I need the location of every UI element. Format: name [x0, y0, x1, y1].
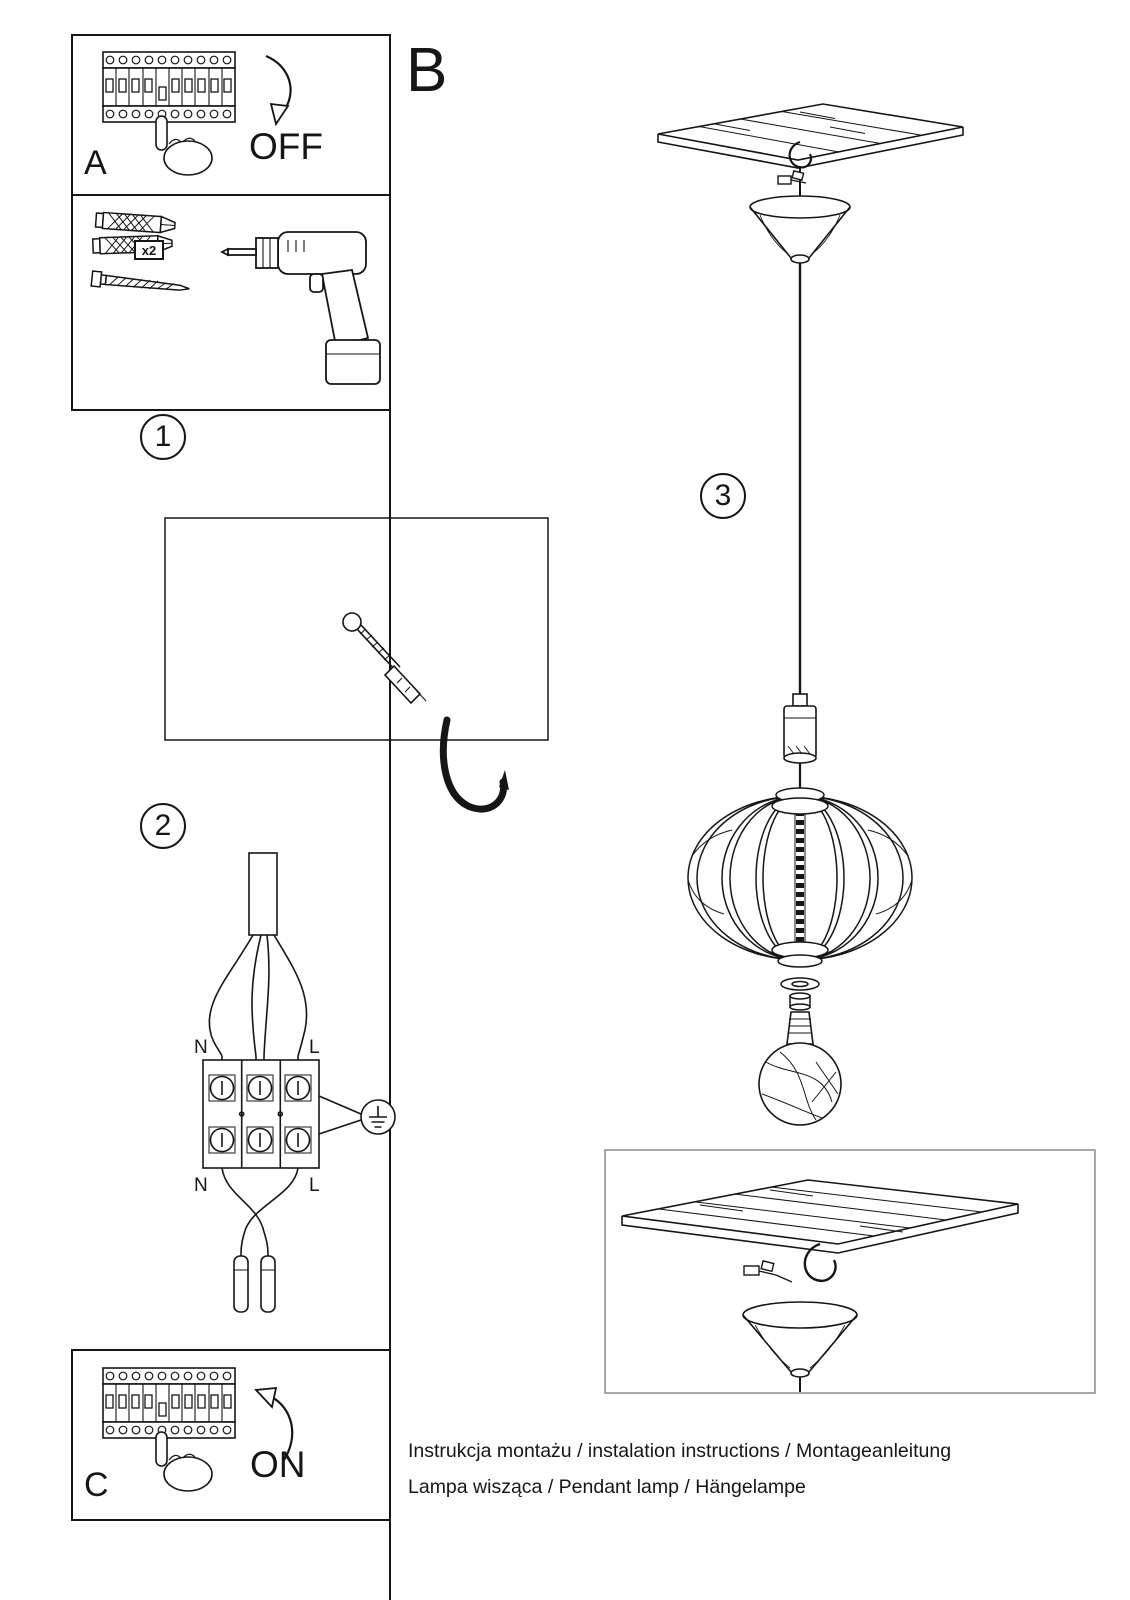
section-a-label: A	[84, 144, 107, 182]
detail-cord-grip-icon	[743, 1260, 793, 1283]
wire-end-icon	[221, 1167, 299, 1313]
arrow-up-icon	[254, 1386, 294, 1461]
step-1-badge: 1	[140, 414, 186, 460]
washer-icon	[780, 977, 820, 1011]
breaker-panel-on-icon	[102, 1367, 236, 1492]
section-c-label: C	[84, 1466, 109, 1504]
footer-product-line: Lampa wisząca / Pendant lamp / Hängelamp…	[408, 1476, 806, 1498]
anchor-quantity-badge: x2	[134, 240, 164, 260]
wall-plug-icon	[94, 211, 176, 234]
ceiling-hook-icon	[788, 140, 813, 169]
lampshade-icon	[687, 787, 913, 968]
power-on-label: ON	[250, 1444, 306, 1485]
wire-n-bottom-label: N	[194, 1175, 208, 1196]
detail-canopy-icon	[742, 1301, 858, 1392]
drill-icon	[219, 231, 381, 385]
wire-l-top-label: L	[309, 1037, 320, 1058]
step-2-badge: 2	[140, 803, 186, 849]
wire-l-bottom-label: L	[309, 1175, 320, 1196]
frame-lines	[71, 34, 1096, 1600]
detail-ceiling-panel-icon	[621, 1179, 1019, 1254]
power-off-label: OFF	[249, 126, 323, 167]
cable-wires	[208, 934, 308, 1077]
section-b-label: B	[406, 36, 448, 105]
screw-icon	[90, 270, 190, 291]
canopy-icon	[749, 195, 851, 264]
cord-grip-icon	[777, 166, 807, 200]
lamp-socket-icon	[783, 693, 817, 800]
arrow-down-icon	[265, 54, 292, 127]
step-3-badge: 3	[700, 473, 746, 519]
breaker-panel-off-icon	[102, 51, 236, 176]
hook-anchor-icon	[342, 612, 427, 705]
wire-n-top-label: N	[194, 1037, 208, 1058]
ceiling-hook-large-icon	[439, 716, 509, 813]
footer-instructions-line: Instrukcja montażu / instalation instruc…	[408, 1440, 952, 1462]
power-cable-icon	[248, 852, 278, 936]
detail-ceiling-hook-icon	[803, 1242, 837, 1282]
bulb-icon	[758, 1011, 842, 1126]
ground-symbol-icon	[318, 1095, 396, 1135]
terminal-block-icon	[202, 1059, 320, 1169]
